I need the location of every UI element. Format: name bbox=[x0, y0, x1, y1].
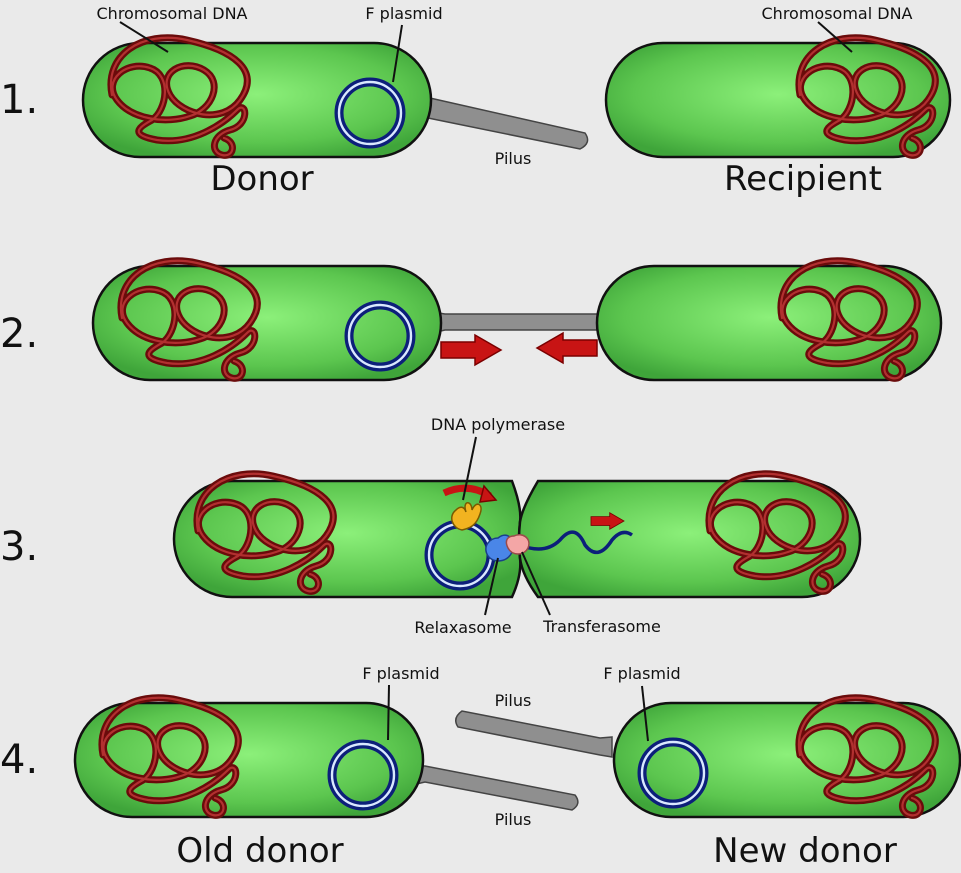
step-2-arrow-left bbox=[536, 332, 598, 364]
step-4-number: 4. bbox=[0, 737, 38, 783]
step-4-pilus-label-bottom: Pilus bbox=[495, 810, 532, 829]
donor-label: Donor bbox=[210, 159, 313, 199]
step-1-f-plasmid-leader bbox=[392, 24, 403, 83]
old-donor-label: Old donor bbox=[176, 831, 343, 871]
recipient-label: Recipient bbox=[724, 159, 882, 199]
dna-polymerase-label: DNA polymerase bbox=[431, 415, 565, 434]
step-3-recipient-cell bbox=[517, 479, 862, 599]
step-1-chromosomal-dna-leader-left bbox=[119, 21, 169, 53]
step-4-f-plasmid-label-left: F plasmid bbox=[362, 664, 439, 683]
step-2-pilus bbox=[431, 311, 603, 334]
old-donor-f-plasmid-leader bbox=[387, 684, 390, 741]
dna-polymerase-enzyme bbox=[451, 502, 482, 531]
old-donor-cell bbox=[73, 701, 425, 819]
step-3-polymerase-arrow-head bbox=[479, 484, 498, 503]
step-3-donor-cell bbox=[172, 479, 522, 599]
step-1-chromosomal-dna-label-left: Chromosomal DNA bbox=[97, 4, 248, 23]
transferasome-leader bbox=[521, 551, 551, 616]
step-4-f-plasmid-label-right: F plasmid bbox=[603, 664, 680, 683]
step-1-pilus-label: Pilus bbox=[495, 149, 532, 168]
step-4: F plasmid F plasmid Pilus Pilus Old dono… bbox=[73, 664, 961, 871]
step-1: Chromosomal DNA F plasmid Chromosomal DN… bbox=[81, 4, 952, 199]
relaxasome-label: Relaxasome bbox=[414, 618, 511, 637]
step-1-f-plasmid-label: F plasmid bbox=[365, 4, 442, 23]
step-3: DNA polymerase Relaxasome Transferasome bbox=[172, 415, 862, 637]
step-3-number: 3. bbox=[0, 524, 38, 570]
step-2-number: 2. bbox=[0, 311, 38, 357]
new-donor-label: New donor bbox=[713, 831, 897, 871]
step-3-transferred-dna-strand bbox=[519, 530, 634, 555]
step-4-old-donor-pilus bbox=[411, 765, 579, 811]
relaxasome-leader bbox=[484, 557, 499, 616]
step-2 bbox=[91, 261, 943, 382]
step-1-chromosomal-dna-label-right: Chromosomal DNA bbox=[762, 4, 913, 23]
step-2-arrow-right bbox=[440, 334, 502, 366]
step-1-number: 1. bbox=[0, 77, 38, 123]
transferasome-complex bbox=[505, 534, 530, 555]
step-2-recipient-cell bbox=[595, 264, 943, 382]
step-4-new-donor-pilus bbox=[455, 710, 613, 758]
step-1-chromosomal-dna-leader-right bbox=[817, 21, 853, 53]
dna-polymerase-leader bbox=[462, 436, 477, 501]
transferasome-label: Transferasome bbox=[542, 617, 661, 636]
step-1-pilus bbox=[419, 97, 589, 150]
new-donor-f-plasmid-leader bbox=[641, 685, 649, 742]
step-4-pilus-label-top: Pilus bbox=[495, 691, 532, 710]
